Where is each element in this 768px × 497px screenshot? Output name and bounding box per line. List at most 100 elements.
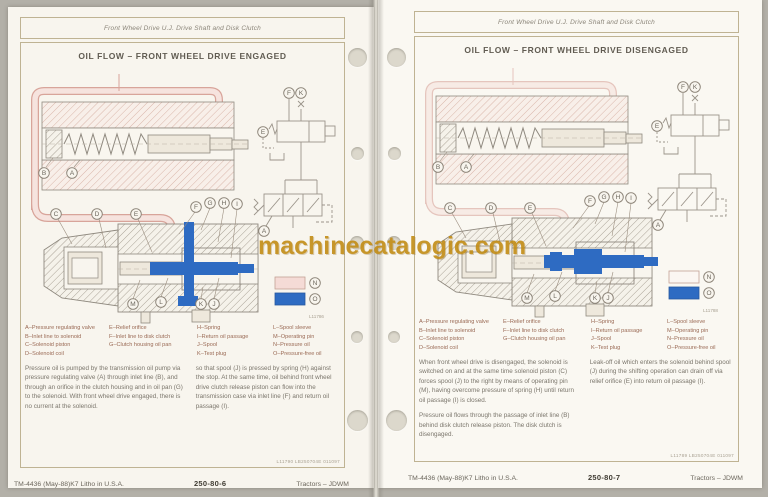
callout-g: G xyxy=(598,191,610,203)
legend-item: A–Pressure regulating valve xyxy=(25,325,95,331)
svg-text:C: C xyxy=(448,205,453,212)
svg-text:J: J xyxy=(212,301,215,308)
svg-text:M: M xyxy=(524,295,529,302)
callout-o: O xyxy=(703,287,715,299)
svg-text:F: F xyxy=(287,90,291,97)
figure-panel: OIL FLOW – FRONT WHEEL DRIVE ENGAGED xyxy=(20,42,345,468)
binder-hole xyxy=(387,48,406,67)
legend-item: D–Solenoid coil xyxy=(419,344,458,351)
page-title: OIL FLOW – FRONT WHEEL DRIVE ENGAGED xyxy=(78,51,287,61)
callout-e: E xyxy=(524,202,536,214)
svg-text:C: C xyxy=(54,211,59,218)
legend-item: F–Inlet line to disk clutch xyxy=(109,333,171,340)
binder-hole xyxy=(348,48,367,67)
body-column-1: When front wheel drive is disengaged, th… xyxy=(419,358,590,446)
legend-item: J–Spool xyxy=(197,342,218,349)
body-column-2: so that spool (J) is pressed by spring (… xyxy=(196,364,341,417)
svg-text:N: N xyxy=(707,274,712,281)
leader-lines xyxy=(439,151,632,294)
callout-k: K xyxy=(195,298,207,310)
legend-item: E–Relief orifice xyxy=(109,325,147,331)
binder-hole xyxy=(388,147,401,160)
hydraulic-schematic xyxy=(253,99,336,228)
svg-text:K: K xyxy=(693,84,698,91)
legend-item: J–Spool xyxy=(591,336,612,343)
footer-section: Tractors – JDWM xyxy=(690,475,743,482)
binder-hole xyxy=(388,331,400,343)
svg-text:I: I xyxy=(236,201,238,208)
running-header-text: Front Wheel Drive U.J. Drive Shaft and D… xyxy=(103,24,262,32)
page-footer: TM-4436 (May-88)K7 Litho in U.S.A. 250-8… xyxy=(14,479,349,488)
callout-a: A xyxy=(66,167,78,179)
callout-g: G xyxy=(204,197,216,209)
callout-e: E xyxy=(130,208,142,220)
callout-l: L xyxy=(549,290,561,302)
footer-page-number: 250-80-6 xyxy=(193,479,227,488)
page-left: Front Wheel Drive U.J. Drive Shaft and D… xyxy=(8,7,374,488)
svg-text:D: D xyxy=(95,211,100,218)
callout-h: H xyxy=(218,197,230,209)
callout-f-schematic: F xyxy=(677,81,689,93)
running-header: Front Wheel Drive U.J. Drive Shaft and D… xyxy=(414,11,739,33)
color-key: L11788 xyxy=(668,270,718,313)
legend-item: G–Clutch housing oil pan xyxy=(109,342,172,349)
svg-text:I: I xyxy=(630,195,632,202)
body-column-1: Pressure oil is pumped by the transmissi… xyxy=(25,364,196,417)
hydraulic-schematic xyxy=(647,93,730,222)
figure-reference: L11789 LB250704E 011097 xyxy=(670,453,734,458)
legend-item: K–Test plug xyxy=(591,344,621,351)
legend-item: H–Spring xyxy=(591,319,615,325)
callout-f-schematic: F xyxy=(283,87,295,99)
callout-a-schematic: A xyxy=(652,219,664,231)
footer-publication: TM-4436 (May-88)K7 Litho in U.S.A. xyxy=(14,481,124,488)
legend-item: N–Pressure oil xyxy=(273,342,310,349)
legend-item: O–Pressure-free oil xyxy=(273,350,322,357)
legend-item: L–Spool sleeve xyxy=(273,325,312,331)
paragraph: Pressure oil flows through the passage o… xyxy=(419,412,570,439)
legend-item: A–Pressure regulating valve xyxy=(419,319,489,325)
footer-publication: TM-4436 (May-88)K7 Litho in U.S.A. xyxy=(408,475,518,482)
callout-i: I xyxy=(625,192,637,204)
svg-text:A: A xyxy=(464,164,469,171)
svg-text:L: L xyxy=(159,299,163,306)
callout-i: I xyxy=(231,198,243,210)
binder-hole xyxy=(347,410,368,431)
callout-d: D xyxy=(91,208,103,220)
binder-hole xyxy=(387,236,401,250)
callout-k: K xyxy=(589,292,601,304)
svg-text:D: D xyxy=(489,205,494,212)
legend-item: I–Return oil passage xyxy=(197,333,249,340)
binder-hole xyxy=(386,410,407,431)
page-gutter xyxy=(368,0,384,497)
paragraph: Pressure oil is pumped by the transmissi… xyxy=(25,365,183,410)
legend-item: D–Solenoid coil xyxy=(25,350,64,357)
svg-text:M: M xyxy=(130,301,135,308)
callout-n: N xyxy=(309,277,321,289)
legend-item: I–Return oil passage xyxy=(591,327,643,334)
callout-k-schematic: K xyxy=(689,81,701,93)
watermark-text: machinecatalogic.com xyxy=(258,232,527,260)
paragraph: When front wheel drive is disengaged, th… xyxy=(419,359,575,404)
paragraph: so that spool (J) is pressed by spring (… xyxy=(195,365,332,410)
paragraph: Leak-off oil which enters the solenoid b… xyxy=(589,359,731,385)
callout-a-schematic: A xyxy=(258,225,270,237)
callout-l: L xyxy=(155,296,167,308)
running-header: Front Wheel Drive U.J. Drive Shaft and D… xyxy=(20,17,345,39)
legend-item: L–Spool sleeve xyxy=(667,319,706,325)
callout-j: J xyxy=(208,298,220,310)
svg-text:G: G xyxy=(601,194,606,201)
svg-text:N: N xyxy=(313,280,318,287)
legend-item: C–Solenoid piston xyxy=(25,342,71,349)
svg-text:F: F xyxy=(194,204,198,211)
legend-item: M–Operating pin xyxy=(667,327,709,334)
body-text: Pressure oil is pumped by the transmissi… xyxy=(25,364,341,417)
callout-j: J xyxy=(602,292,614,304)
body-column-2: Leak-off oil which enters the solenoid b… xyxy=(590,358,735,446)
svg-text:F: F xyxy=(588,198,592,205)
